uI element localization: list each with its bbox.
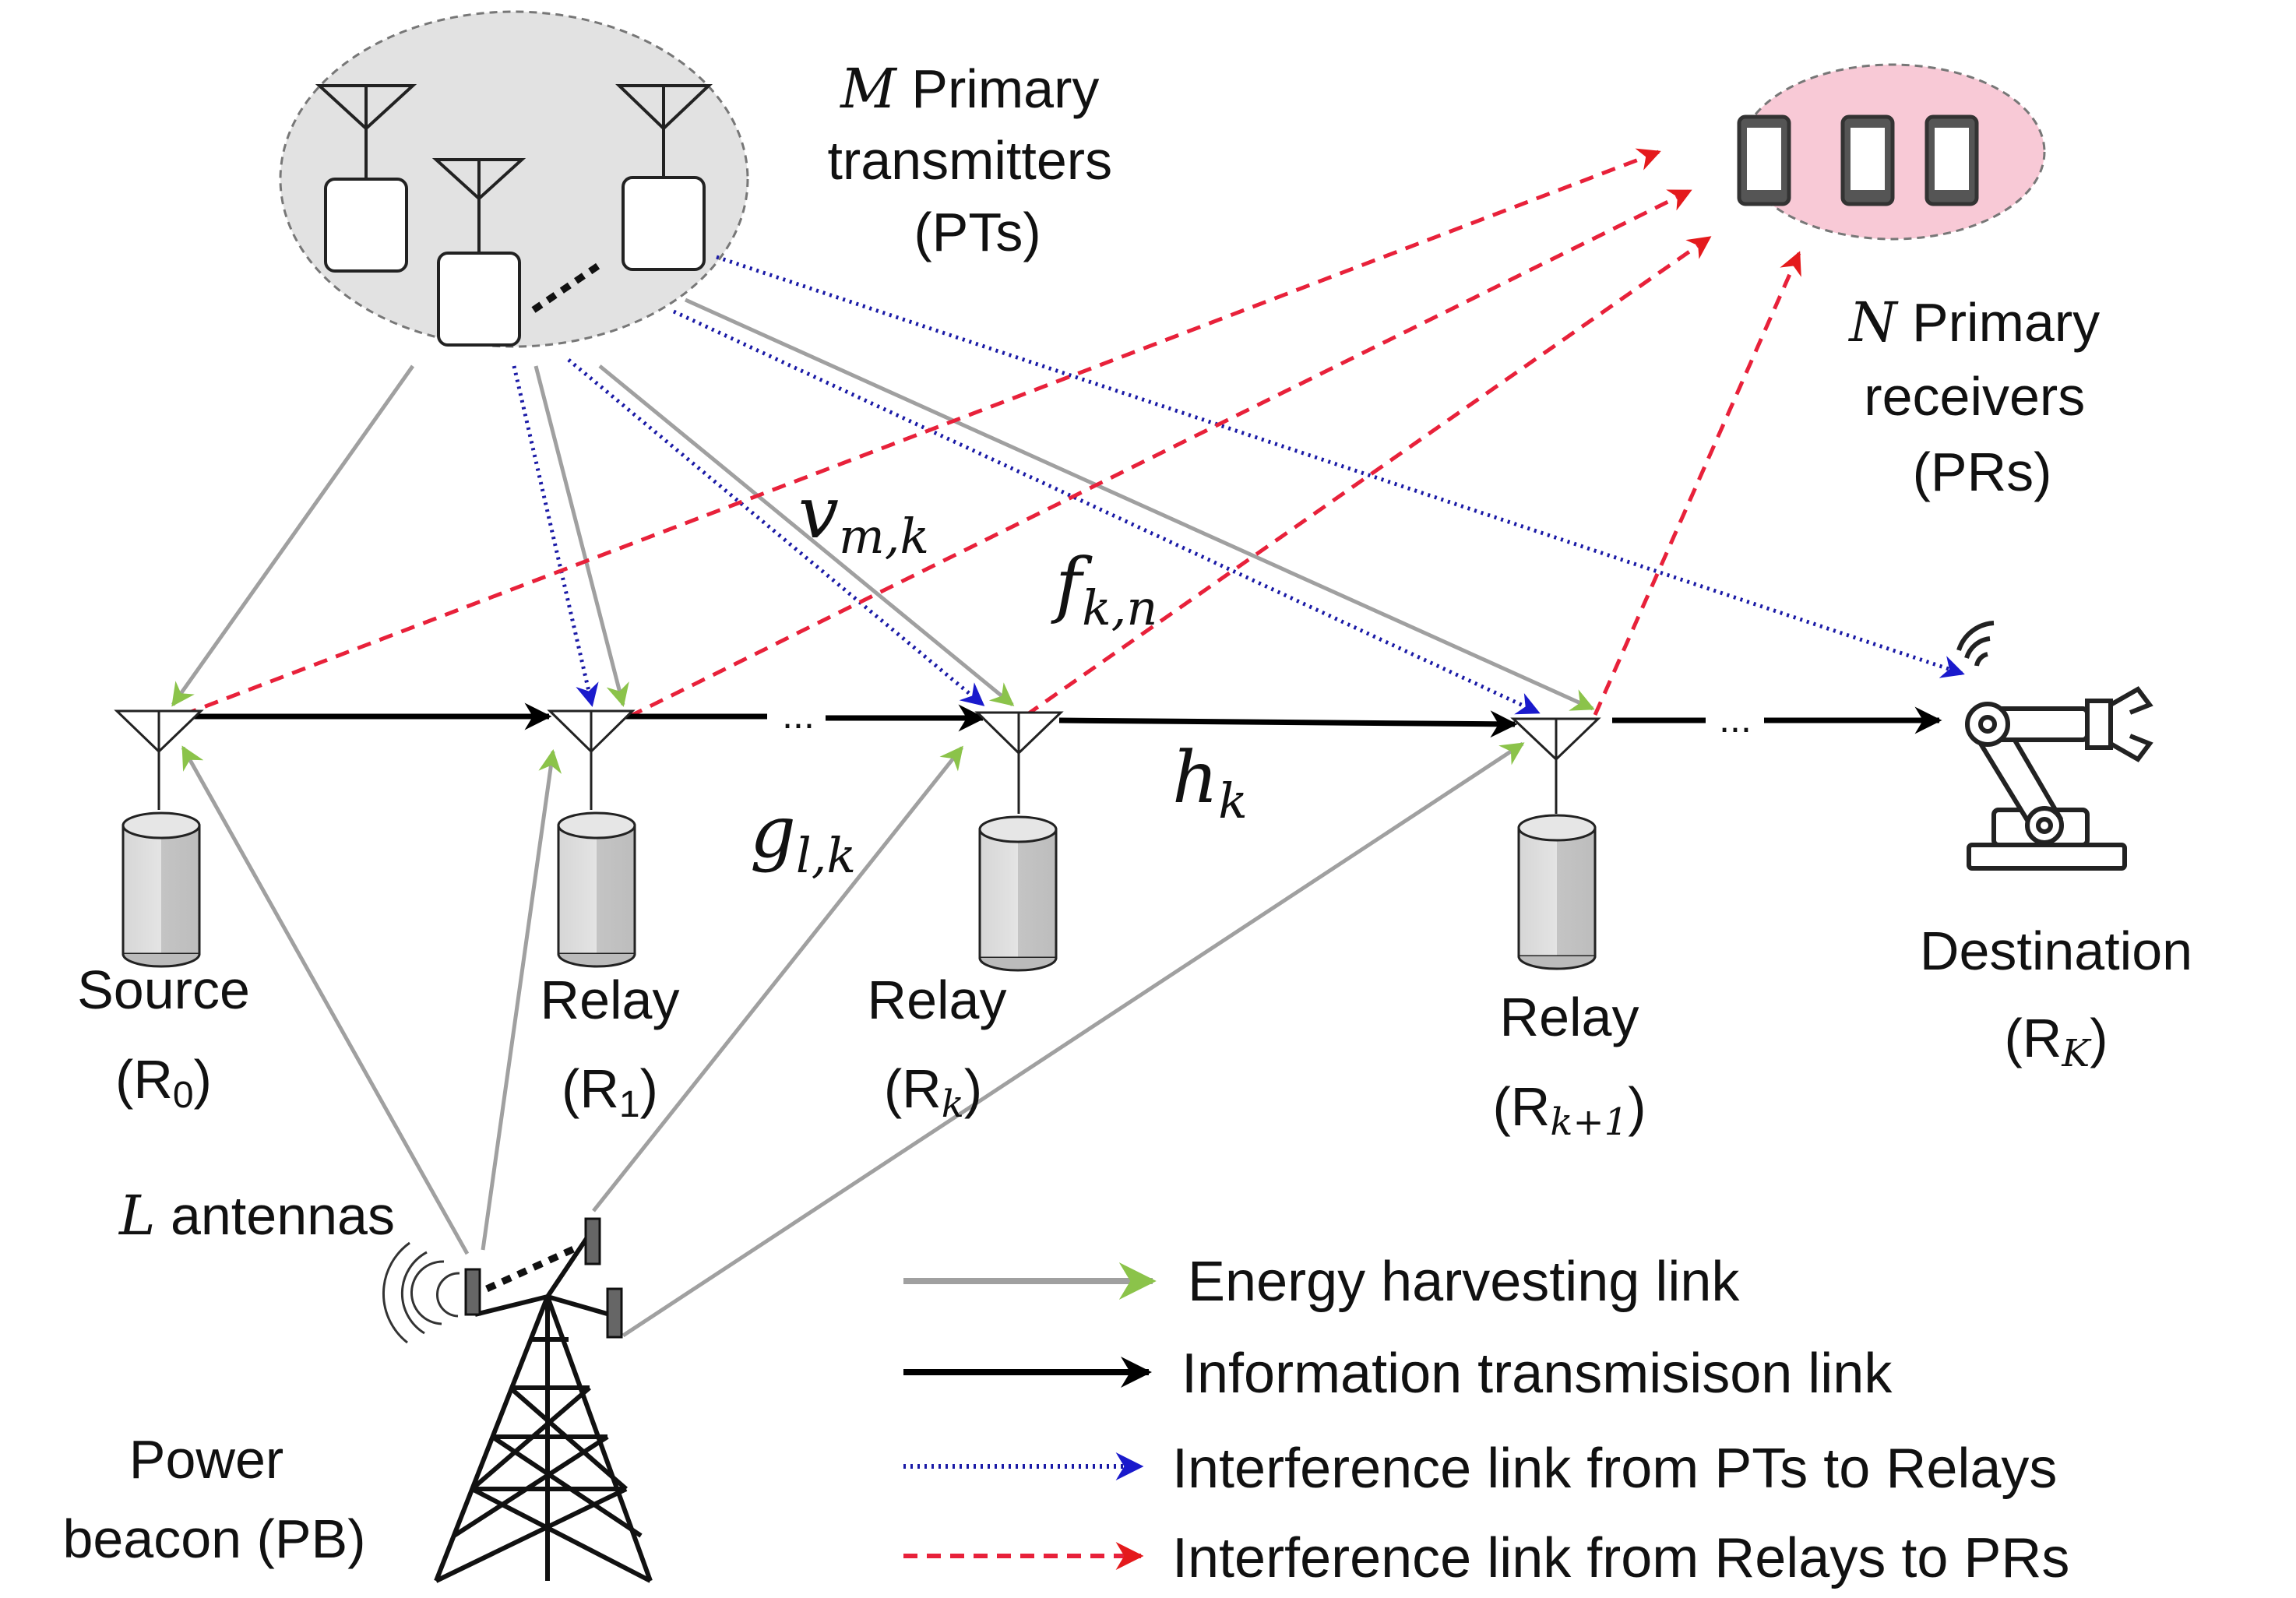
- channel-h-label: hk: [1172, 736, 1248, 829]
- smartphone-icon: [1737, 114, 1791, 206]
- antenna-cylinder-icon: [974, 711, 1064, 972]
- pb-antenna-elements: [464, 1217, 623, 1339]
- relay1-id: (R1): [562, 1058, 658, 1125]
- pb-label-line2: beacon (PB): [62, 1508, 365, 1569]
- energy-links-pb: [181, 741, 1525, 1338]
- energy-links-pt: [171, 297, 1595, 711]
- legend-item-info: Information transmisison link: [903, 1343, 1893, 1405]
- pt-cloud-label: M Primary transmitters (PTs): [827, 57, 1127, 262]
- relayk-id: (Rk): [884, 1058, 982, 1126]
- relayk1-id: (Rk+1): [1492, 1076, 1646, 1144]
- destination-name: Destination: [1920, 920, 2192, 981]
- transmitter-ellipsis: [531, 262, 602, 313]
- robot-arm-icon: [1956, 621, 2153, 871]
- transmitter-icon: [431, 158, 526, 347]
- channel-f-label: fk,n: [1051, 543, 1157, 636]
- legend-item-pr: Interference link from Relays to PRs: [903, 1527, 2069, 1589]
- smartphone-icon: [1840, 114, 1895, 206]
- info-links: [179, 702, 1942, 738]
- legend-label: Interference link from Relays to PRs: [1172, 1527, 2069, 1589]
- pb-antenna-ellipsis: [485, 1242, 582, 1293]
- legend-label: Energy harvesting link: [1188, 1251, 1740, 1313]
- pt-interference-links: [512, 255, 1965, 715]
- antenna-cylinder-icon: [114, 709, 204, 968]
- source-id: (R0): [115, 1049, 212, 1116]
- wireless-signal-icon: [382, 1241, 460, 1344]
- legend-label: Information transmisison link: [1181, 1343, 1893, 1405]
- smartphone-icon: [1924, 114, 1979, 206]
- relayk1-name: Relay: [1500, 987, 1639, 1047]
- transmitter-icon: [615, 84, 713, 271]
- relay1-name: Relay: [541, 970, 680, 1030]
- legend: Energy harvesting link Information trans…: [903, 1251, 2069, 1589]
- pb-label-line1: Power: [129, 1429, 283, 1490]
- hop-ellipsis: ...: [782, 693, 815, 737]
- antenna-cylinder-icon: [547, 709, 636, 968]
- tower-icon: [434, 1229, 653, 1583]
- transmitter-icon: [315, 84, 417, 273]
- pr-cloud-label: N Primary receivers (PRs): [1847, 290, 2115, 502]
- legend-item-energy: Energy harvesting link: [903, 1251, 1740, 1313]
- channel-v-label: vm,k: [798, 471, 929, 565]
- channel-g-label: gl,k: [750, 790, 856, 884]
- pb-antennas-label: L antennas: [118, 1184, 395, 1248]
- destination-id: (RK): [2004, 1008, 2108, 1075]
- antenna-cylinder-icon: [1510, 717, 1601, 970]
- source-name: Source: [77, 959, 250, 1020]
- legend-item-pt: Interference link from PTs to Relays: [903, 1438, 2057, 1500]
- legend-label: Interference link from PTs to Relays: [1172, 1438, 2057, 1500]
- hop-ellipsis: ...: [1719, 697, 1752, 741]
- relayk-name: Relay: [868, 970, 1007, 1030]
- pr-interference-links: [182, 148, 1801, 719]
